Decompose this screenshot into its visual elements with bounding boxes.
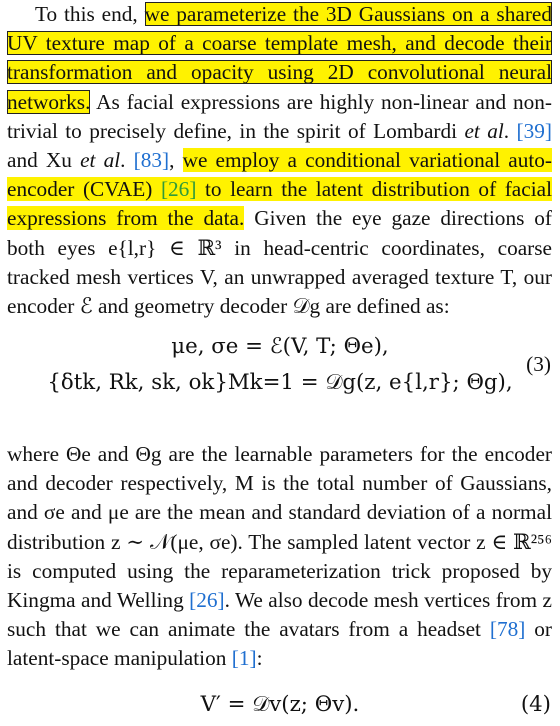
body-text-4: . We also decode mesh vertices from z su… — [7, 588, 552, 642]
citation-1[interactable]: [1] — [231, 646, 257, 671]
citation-39[interactable]: [39] — [516, 118, 552, 143]
body-text-1: As facial expressions are highly non-lin… — [7, 89, 552, 143]
equation-3-number: (3) — [526, 352, 551, 376]
citation-26-a[interactable]: [26] — [160, 177, 197, 202]
citation-26-b[interactable]: [26] — [189, 588, 225, 613]
body-text-2: Given the eye gaze directions of both ey… — [7, 206, 553, 319]
citation-83[interactable]: [83] — [133, 148, 170, 173]
paragraph-parameters: where Θe and Θg are the learnable parame… — [7, 440, 552, 674]
lead-text: To this end, — [35, 2, 138, 26]
equation-3-line-1: μe, σe = ℰ(V, T; Θe), — [0, 332, 560, 361]
equation-3-line-2: {δtk, Rk, sk, ok}Mk=1 = 𝒟g(z, e{l,r}; Θg… — [0, 368, 560, 397]
equation-4-number: (4) — [520, 692, 551, 717]
equation-3-text-1: μe, σe = ℰ(V, T; Θe), — [171, 334, 389, 359]
equation-4-text: V′ = 𝒟v(z; Θv). — [200, 692, 360, 717]
citation-78[interactable]: [78] — [489, 617, 526, 642]
etal-1: et al — [464, 118, 504, 143]
equation-4-line: V′ = 𝒟v(z; Θv). (4) — [0, 690, 560, 719]
paragraph-method: To this end, we parameterize the 3D Gaus… — [7, 2, 553, 319]
body-text-3: where Θe and Θg are the learnable parame… — [7, 442, 552, 613]
body-text-5: or latent-space manipulation — [7, 617, 552, 671]
etal-2: et al — [80, 148, 121, 173]
and-xu: and Xu — [7, 148, 72, 173]
body-text-6: : — [256, 646, 263, 671]
equation-3-text-2: {δtk, Rk, sk, ok}Mk=1 = 𝒟g(z, e{l,r}; Θg… — [47, 370, 513, 395]
